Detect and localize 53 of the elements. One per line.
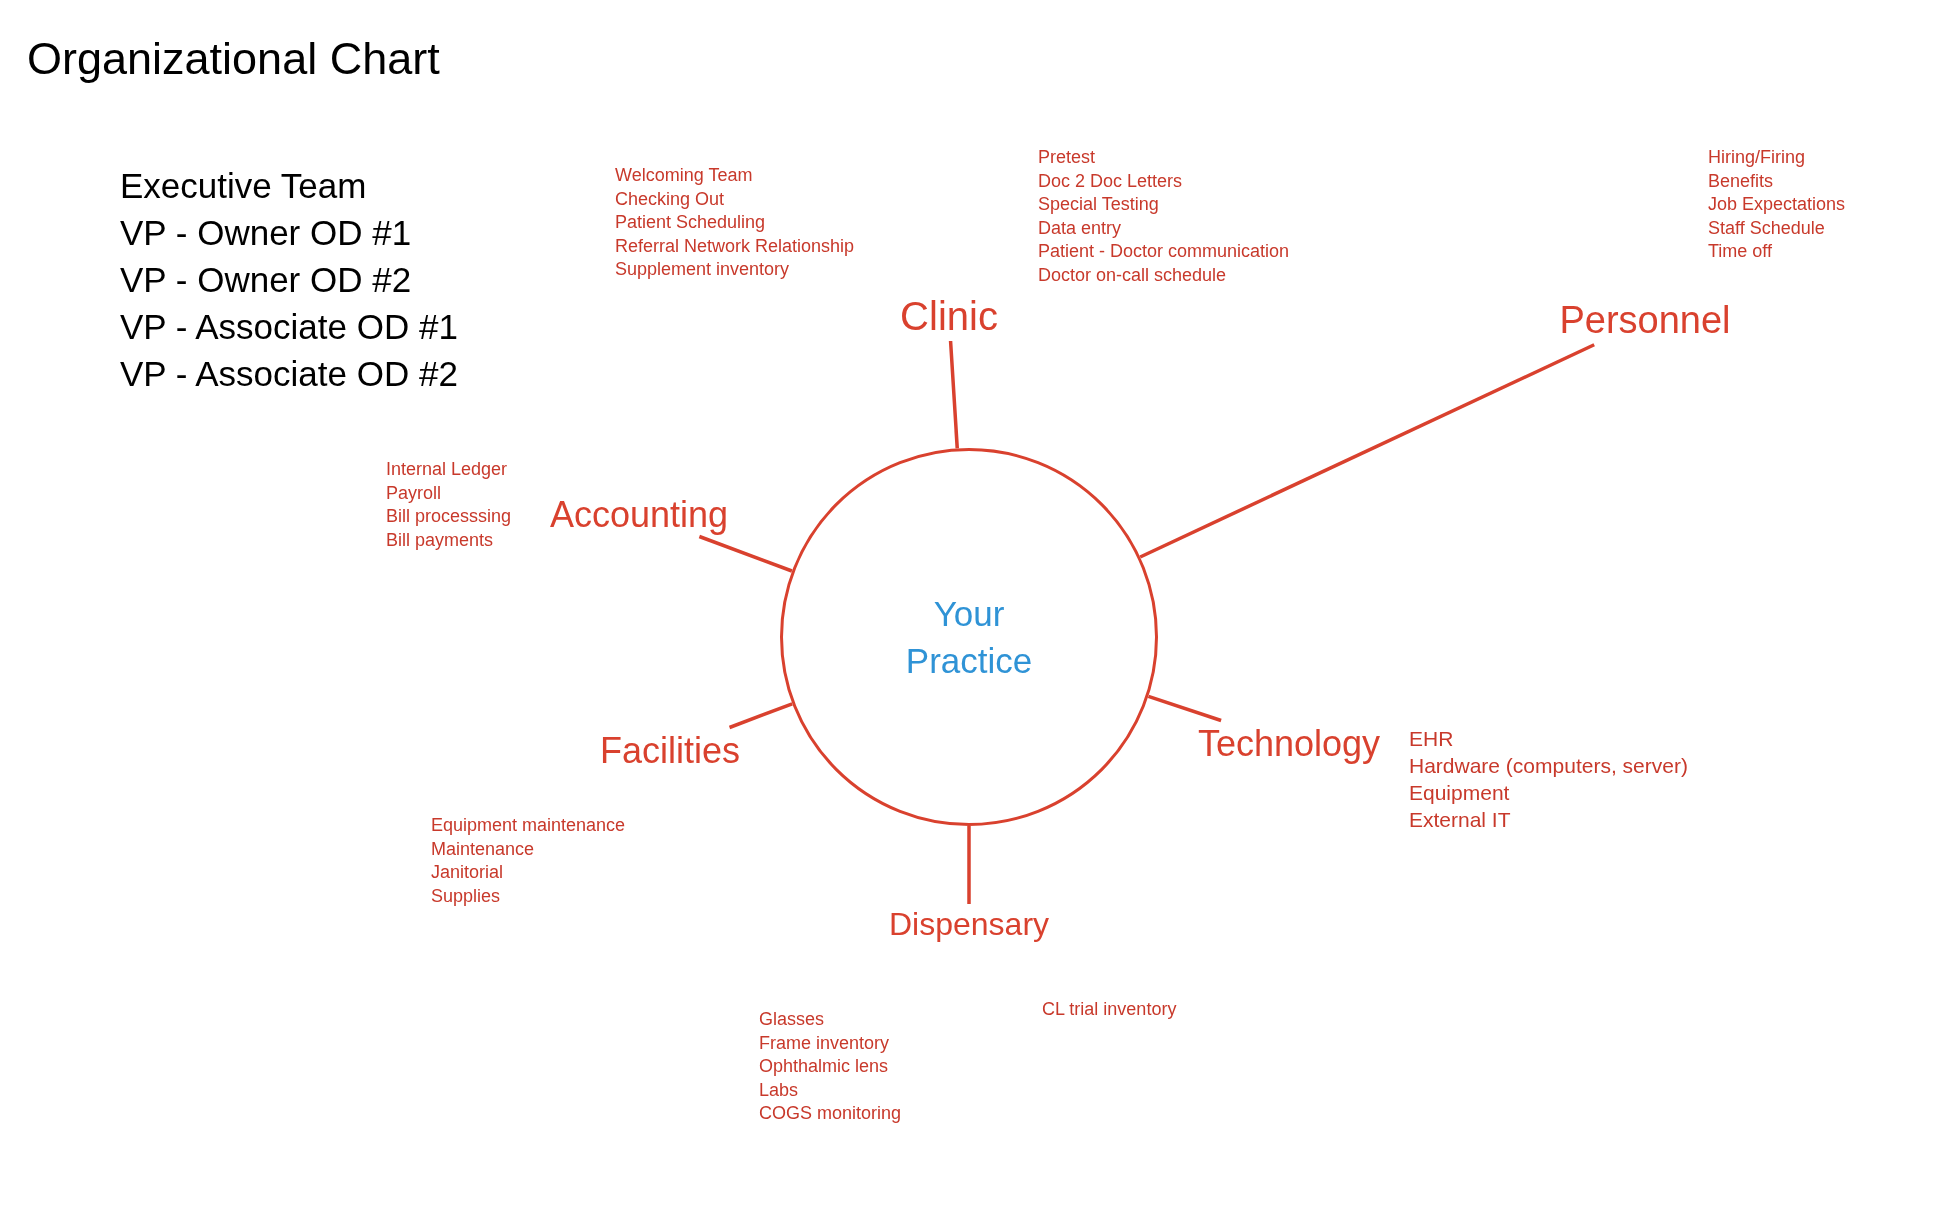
task-item: Checking Out xyxy=(615,187,726,211)
task-item: Job Expectations xyxy=(1708,193,1846,217)
connector-line xyxy=(728,702,793,730)
task-item: Glasses xyxy=(759,1008,826,1031)
department-label: Accounting xyxy=(549,492,729,537)
task-item: Supplies xyxy=(431,884,502,908)
task-item: Special Testing xyxy=(1038,193,1160,217)
executive-team-line: VP - Owner OD #1 xyxy=(120,212,413,254)
task-item: Patient Scheduling xyxy=(615,211,767,235)
task-item: External IT xyxy=(1409,807,1512,833)
chart-title: Organizational Chart xyxy=(27,36,440,81)
task-item: COGS monitoring xyxy=(759,1102,902,1126)
task-item: Time off xyxy=(1708,240,1774,264)
task-item: CL trial inventory xyxy=(1042,998,1177,1021)
connector-line xyxy=(698,534,793,573)
department-label: Clinic xyxy=(900,293,998,340)
task-item: Janitorial xyxy=(431,861,505,885)
executive-team-line: VP - Associate OD #2 xyxy=(120,353,458,395)
center-label: Your Practice xyxy=(904,593,1034,682)
task-item: Staff Schedule xyxy=(1708,216,1826,240)
connector-line xyxy=(967,826,971,904)
task-item: Welcoming Team xyxy=(615,164,754,187)
task-item: Hardware (computers, server) xyxy=(1409,753,1688,779)
task-item: Doctor on-call schedule xyxy=(1038,263,1228,287)
task-item: Equipment maintenance xyxy=(431,814,626,837)
department-label: Personnel xyxy=(1559,298,1731,344)
connector-line xyxy=(1147,694,1222,723)
task-item: Bill processsing xyxy=(386,505,512,529)
task-item: Supplement inventory xyxy=(615,258,791,282)
task-item: Payroll xyxy=(386,481,443,505)
executive-team-line: VP - Associate OD #1 xyxy=(120,306,458,348)
task-item: Referral Network Relationship xyxy=(615,234,855,258)
task-item: EHR xyxy=(1409,726,1455,752)
task-item: Internal Ledger xyxy=(386,458,509,481)
task-item: Equipment xyxy=(1409,780,1511,806)
department-label: Facilities xyxy=(600,728,740,773)
executive-team-line: Executive Team xyxy=(120,165,368,207)
task-item: Bill payments xyxy=(386,528,495,552)
task-item: Patient - Doctor communication xyxy=(1038,240,1290,264)
task-item: Doc 2 Doc Letters xyxy=(1038,169,1184,193)
task-item: Labs xyxy=(759,1078,800,1102)
task-item: Pretest xyxy=(1038,146,1097,169)
executive-team-line: VP - Owner OD #2 xyxy=(120,259,413,301)
connector-line xyxy=(948,340,959,449)
department-label: Technology xyxy=(1197,721,1381,766)
task-item: Frame inventory xyxy=(759,1031,891,1055)
department-label: Dispensary xyxy=(888,905,1050,944)
connector-line xyxy=(1139,343,1595,559)
task-item: Hiring/Firing xyxy=(1708,146,1807,169)
task-item: Ophthalmic lens xyxy=(759,1055,890,1079)
task-item: Maintenance xyxy=(431,837,536,861)
task-item: Benefits xyxy=(1708,169,1775,193)
task-item: Data entry xyxy=(1038,216,1123,240)
